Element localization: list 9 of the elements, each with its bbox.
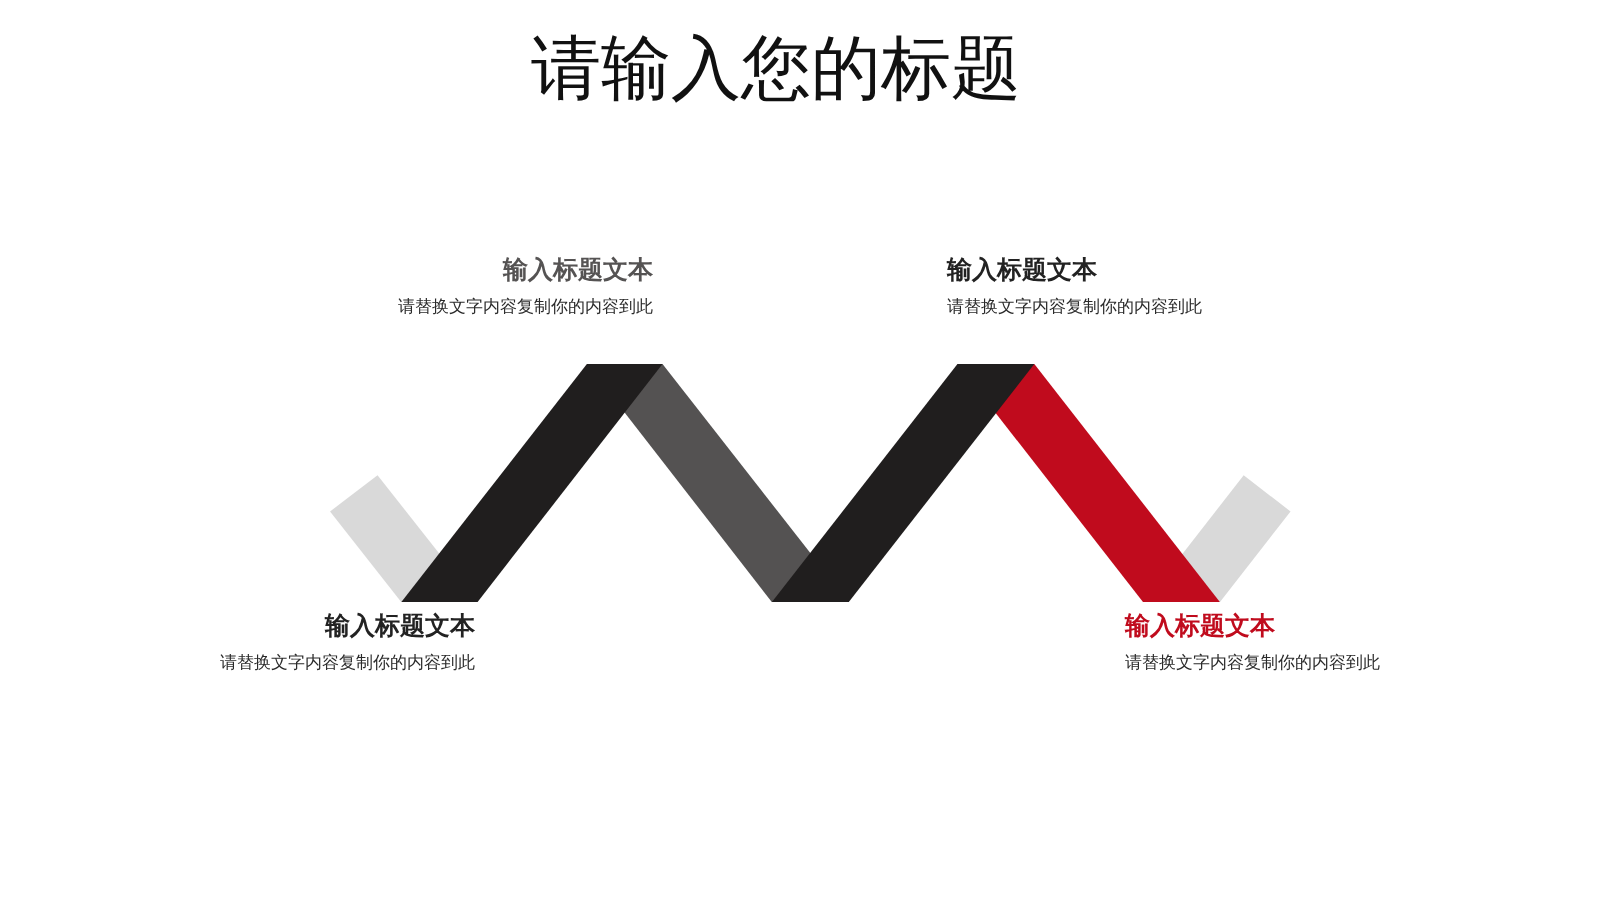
section-heading: 输入标题文本 (1125, 610, 1275, 640)
section-heading: 输入标题文本 (503, 254, 653, 284)
page-title: 请输入您的标题 (531, 28, 1021, 109)
section-heading: 输入标题文本 (325, 610, 475, 640)
body-text: 请替换文字内容复制你的内容到此 (1125, 652, 1380, 673)
body-text: 请替换文字内容复制你的内容到此 (947, 296, 1202, 317)
body-text: 请替换文字内容复制你的内容到此 (220, 652, 475, 673)
body-text: 请替换文字内容复制你的内容到此 (398, 296, 653, 317)
section-heading: 输入标题文本 (947, 254, 1097, 284)
